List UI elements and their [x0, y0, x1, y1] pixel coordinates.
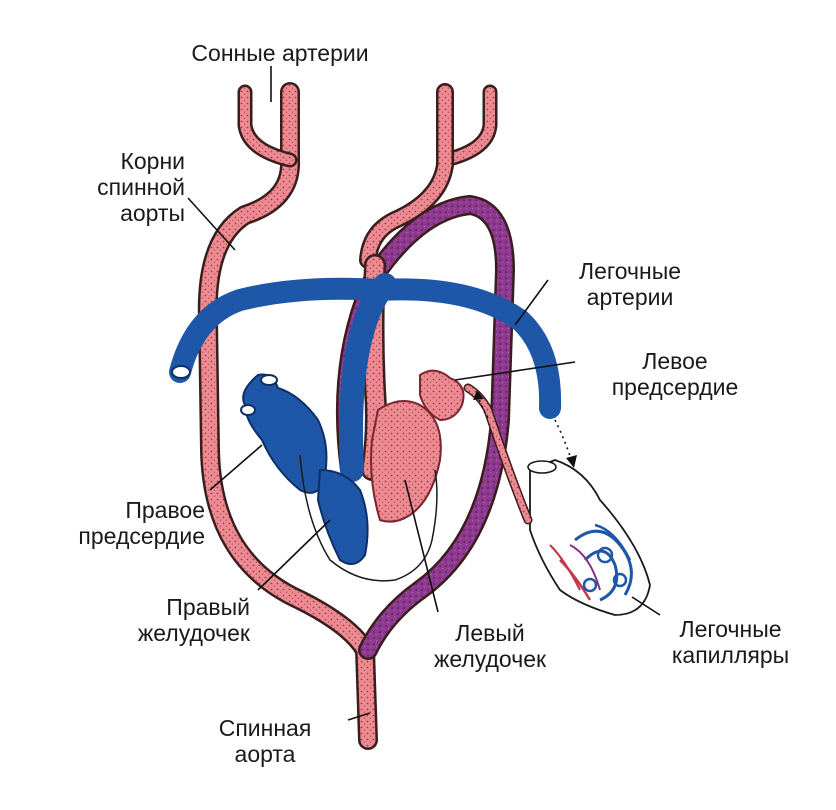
leader-dorsal-aorta	[347, 712, 371, 721]
heart-outline	[299, 454, 438, 582]
leader-aorta-roots	[187, 197, 236, 251]
label-pulmonary-arteries: Легочные артерии	[578, 258, 682, 310]
leader-pulmonary-arteries	[514, 279, 549, 326]
leader-right-ventricle	[257, 519, 331, 591]
leader-right-atrium	[209, 444, 263, 491]
leader-left-ventricle	[404, 479, 439, 613]
carotid-artery-left	[237, 84, 298, 168]
leader-left-atrium	[454, 361, 576, 381]
label-left-ventricle: Левый желудочек	[433, 620, 547, 672]
right-atrium	[240, 373, 328, 494]
label-right-atrium: Правое предсердие	[78, 497, 205, 549]
right-carotid-trunk	[359, 83, 454, 269]
label-left-atrium: Левое предсердие	[611, 348, 739, 400]
pulmonary-trunk	[339, 273, 397, 482]
left-ventricle	[370, 400, 442, 523]
label-right-ventricle: Правый желудочек	[137, 594, 250, 646]
right-ventricle	[316, 468, 369, 565]
left-aortic-root	[197, 82, 378, 750]
label-aorta-roots: Корни спинной аорты	[97, 148, 185, 226]
label-pulmonary-capillaries: Легочные капилляры	[671, 616, 790, 668]
flow-arrow-from-lung	[473, 390, 489, 419]
label-dorsal-aorta: Спинная аорта	[218, 715, 312, 767]
pulmonary-capillaries	[549, 523, 633, 602]
label-carotid-arteries: Сонные артерии	[191, 40, 369, 66]
pulmonary-artery-left	[169, 277, 391, 383]
leader-pulmonary-capillaries	[631, 596, 661, 616]
pulmonary-artery-right	[369, 278, 562, 419]
flow-arrow-to-lung	[554, 419, 577, 468]
carotid-artery-right	[437, 84, 498, 168]
